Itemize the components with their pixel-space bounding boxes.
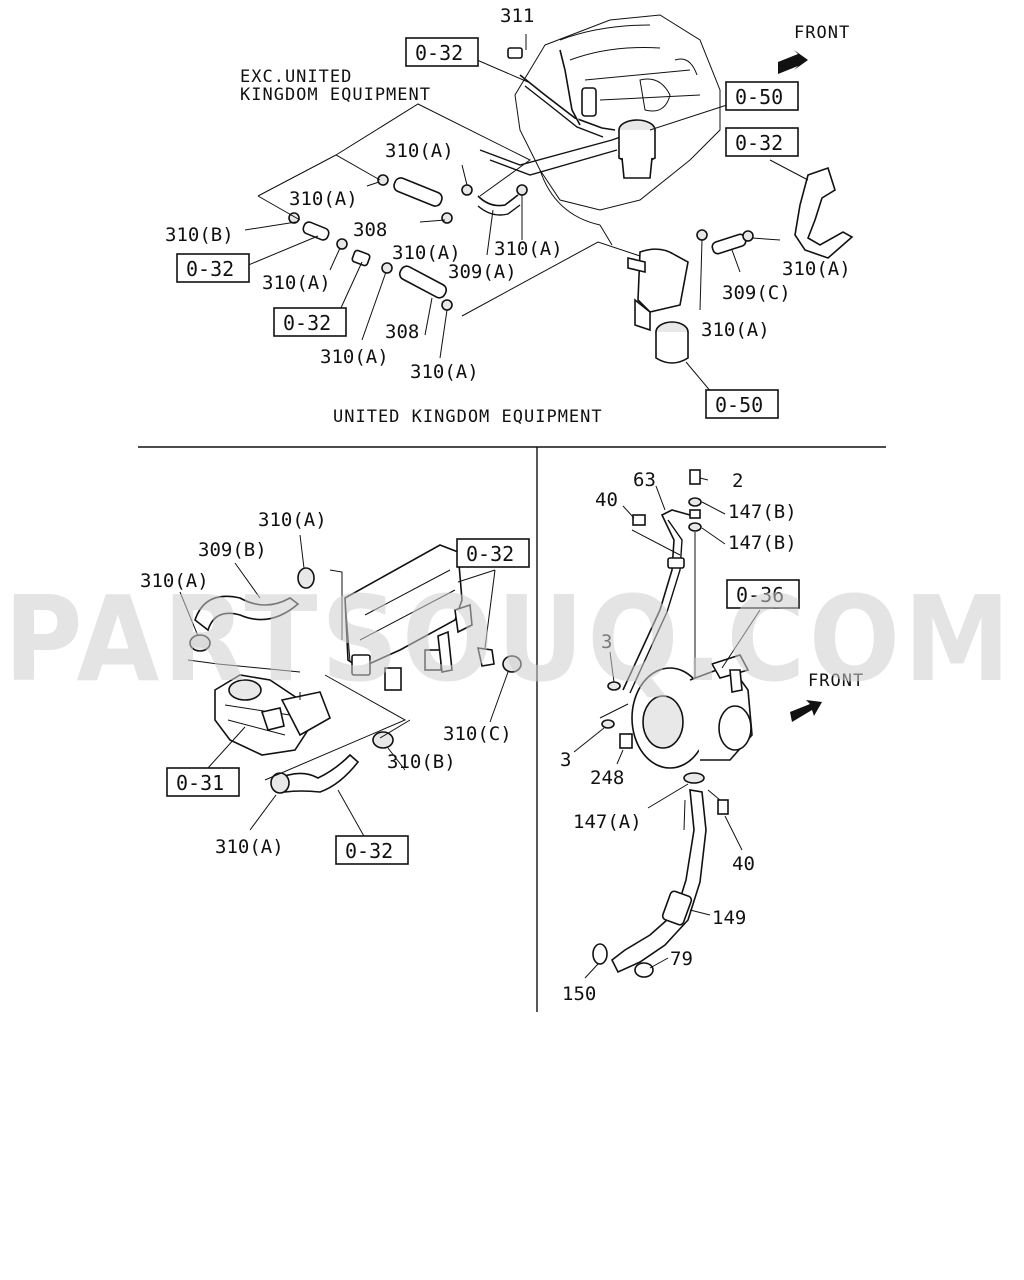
bottom-left-panel: 310(A) 309(B) 310(A) 310(C) 310(B) 310(A… [140,509,530,865]
part-label: 310(A) [215,836,284,858]
egr-valve-uk [627,248,689,364]
part-label: 149 [712,907,746,929]
clamp [502,655,522,673]
oil-feed-pipe [622,509,691,691]
exc-uk-note-2: KINGDOM EQUIPMENT [240,85,431,105]
part-label: 40 [732,853,755,875]
part-label: 310(A) [392,242,461,264]
clamp [297,567,315,589]
svg-text:0-36: 0-36 [736,583,784,607]
bolt [689,509,701,519]
pipe-assembly [479,49,641,176]
part-label: 310(B) [387,751,456,773]
front-label-top: FRONT [794,23,850,43]
washer [601,719,615,729]
svg-text:0-32: 0-32 [466,542,514,566]
part-label: 310(A) [262,272,331,294]
clamp [372,731,394,749]
coolant-pipe-right [794,166,854,259]
engine-block [514,14,721,246]
svg-text:0-32: 0-32 [283,311,331,335]
ref-box[interactable]: 0-32 [725,127,799,157]
ref-box[interactable]: 0-32 [456,538,530,568]
svg-text:0-32: 0-32 [186,257,234,281]
turbocharger [631,654,753,769]
bottom-right-panel: FRONT 63 2 40 147(B) 147(B) 3 3 248 147(… [560,469,864,1005]
hose-lower [273,753,360,793]
top-bracket [257,103,531,197]
clamp [189,634,211,652]
ref-box[interactable]: 0-32 [405,37,479,67]
ref-box[interactable]: 0-36 [726,579,800,609]
part-label: 310(A) [289,188,358,210]
hoses-and-clamps [288,47,754,311]
part-label: 310(A) [320,346,389,368]
bolt [632,514,646,526]
egr-valve [618,119,656,179]
bolt [619,733,633,749]
top-panel: EXC.UNITED KINGDOM EQUIPMENT FRONT UNITE… [165,5,854,427]
svg-text:0-32: 0-32 [735,131,783,155]
part-label: 310(C) [443,723,512,745]
lower-bracket [257,195,641,317]
egr-cooler [344,544,495,691]
watermark: PARTSOUQ.COM [4,570,1014,708]
ref-box[interactable]: 0-32 [176,253,250,283]
front-arrow-bottom [790,700,822,722]
part-label: 63 [633,469,656,491]
front-label-bottom: FRONT [808,671,864,691]
clamp [270,772,290,794]
part-label: 311 [500,5,534,27]
exc-uk-note: EXC.UNITED [240,67,352,87]
oil-return-pipe [610,789,707,974]
ref-box[interactable]: 0-32 [273,307,347,337]
part-label: 309(C) [722,282,791,304]
part-label: 310(A) [140,570,209,592]
part-label: 248 [590,767,624,789]
part-label: 147(B) [728,532,797,554]
svg-text:0-50: 0-50 [715,393,763,417]
svg-text:0-32: 0-32 [345,839,393,863]
part-label: 310(A) [385,140,454,162]
ref-box[interactable]: 0-31 [166,767,240,797]
part-label: 2 [732,470,743,492]
part-label: 310(A) [258,509,327,531]
part-label: 310(A) [701,319,770,341]
washer [688,497,702,507]
part-label: 308 [385,321,419,343]
gasket [683,772,705,784]
front-arrow-top [778,50,808,74]
part-label: 79 [670,948,693,970]
ref-box[interactable]: 0-32 [335,835,409,865]
part-label: 3 [560,749,571,771]
bolt [689,469,701,485]
svg-text:0-50: 0-50 [735,85,783,109]
svg-text:0-31: 0-31 [176,771,224,795]
svg-text:0-32: 0-32 [415,41,463,65]
part-label: 150 [562,983,596,1005]
part-label: 147(A) [573,811,642,833]
part-label: 3 [601,631,612,653]
bolt [717,799,729,815]
hose-309b [194,595,300,632]
part-label: 309(A) [448,261,517,283]
part-label: 147(B) [728,501,797,523]
part-label: 310(A) [782,258,851,280]
ref-box[interactable]: 0-50 [725,81,799,111]
part-label: 310(A) [410,361,479,383]
nut [634,962,654,978]
part-label: 40 [595,489,618,511]
part-label: 308 [353,219,387,241]
part-label: 309(B) [198,539,267,561]
part-label: 310(A) [494,238,563,260]
gasket [592,943,608,965]
uk-equipment-caption: UNITED KINGDOM EQUIPMENT [333,407,603,427]
washer [688,522,702,532]
ref-box[interactable]: 0-50 [705,389,779,419]
part-label: 310(B) [165,224,234,246]
